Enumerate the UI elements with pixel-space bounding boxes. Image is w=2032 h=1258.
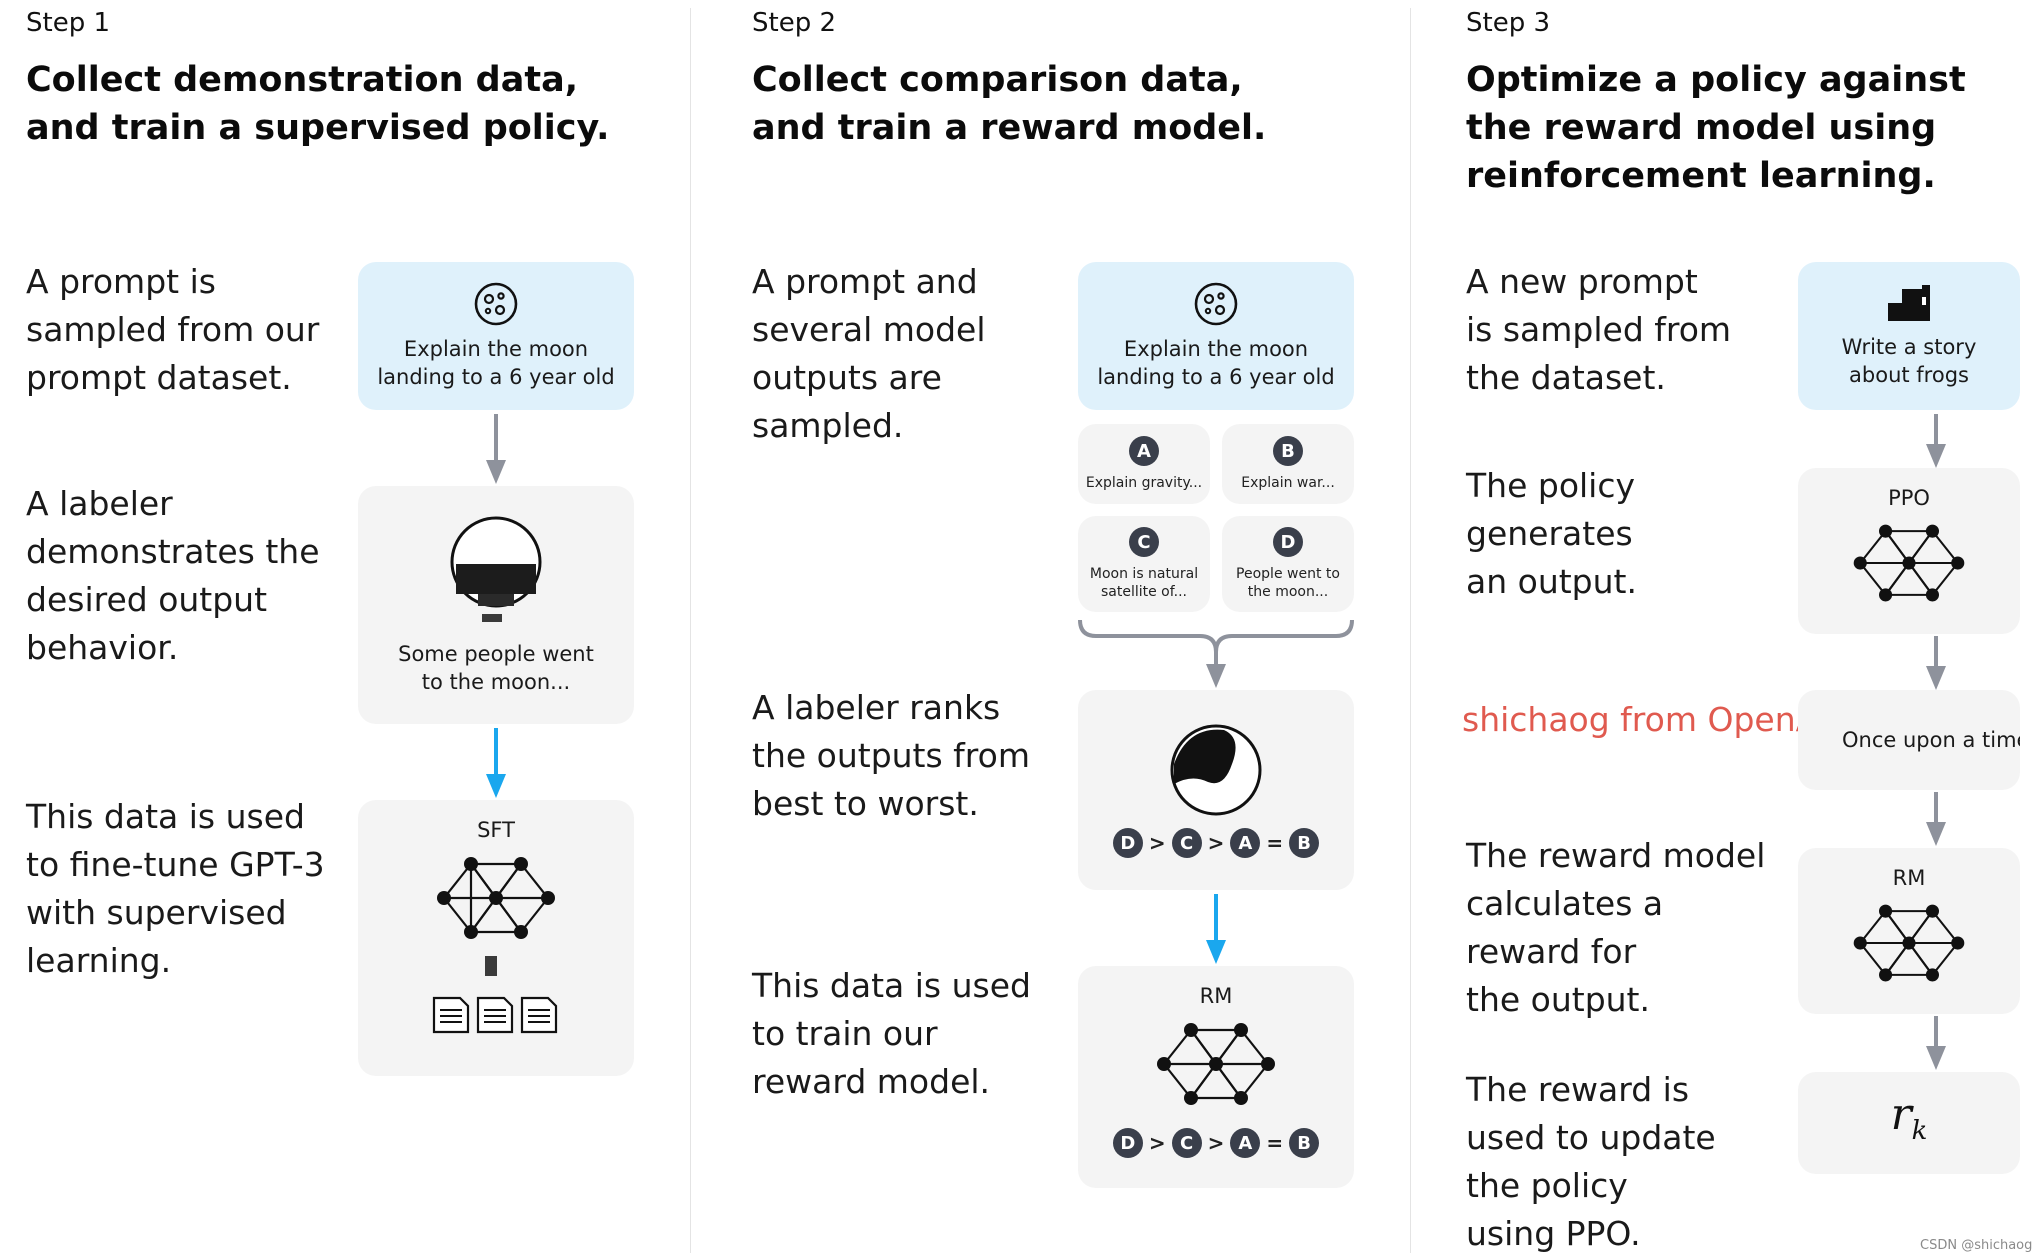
- rank-operator: =: [1266, 831, 1284, 855]
- step3-arrow-1: [1926, 414, 1946, 468]
- rank-badge: D: [1112, 1128, 1143, 1158]
- step3-prompt-line1: Write a story: [1841, 335, 1977, 359]
- rm-model-label: RM: [1892, 866, 1926, 890]
- step1-desc-labeler: A labeler demonstrates the desired outpu…: [26, 484, 320, 667]
- option-text: Explain gravity...: [1085, 475, 1203, 491]
- step1-output-line2: to the moon...: [421, 670, 571, 694]
- step1-arrow-2: [486, 728, 506, 798]
- option-badge: A: [1129, 436, 1159, 466]
- step1-prompt-line2: landing to a 6 year old: [377, 365, 615, 389]
- option-text: People went to: [1236, 566, 1340, 582]
- step3-arrow-3: [1926, 792, 1946, 846]
- footer-credit: CSDN @shichaog: [1920, 1238, 2032, 1253]
- step1-prompt-line1: Explain the moon: [403, 337, 589, 361]
- rank-badge: A: [1230, 1128, 1261, 1158]
- step2-desc-labeler: A labeler ranks the outputs from best to…: [752, 688, 1030, 823]
- rank-badge: D: [1112, 828, 1143, 858]
- option-card-a: A Explain gravity...: [1078, 424, 1210, 504]
- step2-rm-card: RM D > C > A = B: [1078, 966, 1354, 1188]
- step3-desc-update: The reward is used to update the policy …: [1466, 1070, 1716, 1253]
- step1-sft-card: SFT: [358, 800, 634, 1076]
- option-card-d: D People went to the moon...: [1222, 516, 1354, 612]
- rank-badge: C: [1171, 828, 1202, 858]
- step3-label: Step 3: [1466, 8, 1551, 38]
- neural-network-icon: [437, 857, 555, 939]
- documents-icon: [432, 956, 558, 1034]
- step2-prompt-line1: Explain the moon: [1123, 337, 1309, 361]
- sft-model-label: SFT: [477, 818, 515, 842]
- ppo-model-label: PPO: [1888, 486, 1930, 510]
- step3-reward-card: rk: [1798, 1072, 2020, 1174]
- rank-operator: >: [1207, 1131, 1225, 1155]
- step2-arrow-2: [1206, 894, 1226, 964]
- option-badge: C: [1129, 527, 1159, 557]
- labeler-avatar-icon: [1170, 724, 1262, 816]
- step3-prompt-line2: about frogs: [1849, 363, 1969, 387]
- rank-badge: B: [1289, 1128, 1320, 1158]
- option-text: Explain war...: [1241, 475, 1335, 491]
- step3-desc-prompt: A new prompt is sampled from the dataset…: [1466, 262, 1732, 397]
- option-badge: D: [1273, 527, 1303, 557]
- step1-label: Step 1: [26, 8, 111, 38]
- step3-desc-reward: The reward model calculates a reward for…: [1466, 836, 1766, 1019]
- rank-badge: C: [1171, 1128, 1202, 1158]
- rank-operator: >: [1207, 831, 1225, 855]
- step3-desc-policy: The policy generates an output.: [1466, 466, 1637, 601]
- step2-desc-prompt: A prompt and several model outputs are s…: [752, 262, 986, 445]
- step1-heading: Collect demonstration data, and train a …: [26, 60, 610, 148]
- step3-rm-card: RM: [1798, 848, 2020, 1014]
- rank-badge: A: [1230, 828, 1261, 858]
- moon-icon: [474, 282, 518, 326]
- step2-desc-data: This data is used to train our reward mo…: [752, 966, 1031, 1101]
- option-badge: B: [1273, 436, 1303, 466]
- option-text: the moon...: [1247, 584, 1329, 600]
- collect-bracket: [1078, 619, 1354, 688]
- column-divider-1: [690, 8, 691, 1253]
- frog-icon: [1888, 285, 1930, 321]
- option-text: Moon is natural: [1089, 566, 1199, 582]
- rank-operator: >: [1148, 831, 1166, 855]
- neural-network-icon: [1853, 524, 1965, 602]
- step3-output-card: Once upon a time...: [1798, 690, 2020, 790]
- step1-prompt-card: Explain the moon landing to a 6 year old: [358, 262, 634, 410]
- column-divider-2: [1410, 8, 1411, 1253]
- step2-label: Step 2: [752, 8, 837, 38]
- rank-operator: =: [1266, 1131, 1284, 1155]
- rank-badge: B: [1289, 828, 1320, 858]
- moon-icon: [1194, 282, 1238, 326]
- step2-ranking-card: D > C > A = B: [1078, 690, 1354, 890]
- step1-desc-prompt: A prompt is sampled from our prompt data…: [26, 262, 320, 397]
- rank-operator: >: [1148, 1131, 1166, 1155]
- neural-network-icon: [1853, 904, 1965, 982]
- option-text: satellite of...: [1100, 584, 1188, 600]
- rm-model-label: RM: [1199, 984, 1233, 1008]
- ranking-row: D > C > A = B: [1112, 1128, 1320, 1158]
- watermark-text: shichaog from OpenAI: [1462, 700, 1828, 739]
- ranking-row: D > C > A = B: [1112, 828, 1320, 858]
- neural-network-icon: [1157, 1023, 1275, 1105]
- step3-arrow-2: [1926, 636, 1946, 690]
- labeler-avatar-icon: [450, 516, 542, 622]
- step3-output-text: Once upon a time...: [1842, 728, 2020, 752]
- step1-demonstration-card: Some people went to the moon...: [358, 486, 634, 724]
- step3-prompt-card: Write a story about frogs: [1798, 262, 2020, 410]
- step3-ppo-card: PPO: [1798, 468, 2020, 634]
- step1-desc-data: This data is used to fine-tune GPT-3 wit…: [26, 797, 325, 980]
- step1-output-line1: Some people went: [398, 642, 594, 666]
- step3-heading: Optimize a policy against the reward mod…: [1466, 60, 1966, 196]
- step3-arrow-4: [1926, 1016, 1946, 1070]
- step1-arrow-1: [486, 414, 506, 484]
- step2-prompt-line2: landing to a 6 year old: [1097, 365, 1335, 389]
- option-card-b: B Explain war...: [1222, 424, 1354, 504]
- option-card-c: C Moon is natural satellite of...: [1078, 516, 1210, 612]
- reward-symbol: rk: [1890, 1089, 1928, 1146]
- step2-heading: Collect comparison data, and train a rew…: [752, 60, 1267, 148]
- step2-prompt-card: Explain the moon landing to a 6 year old: [1078, 262, 1354, 410]
